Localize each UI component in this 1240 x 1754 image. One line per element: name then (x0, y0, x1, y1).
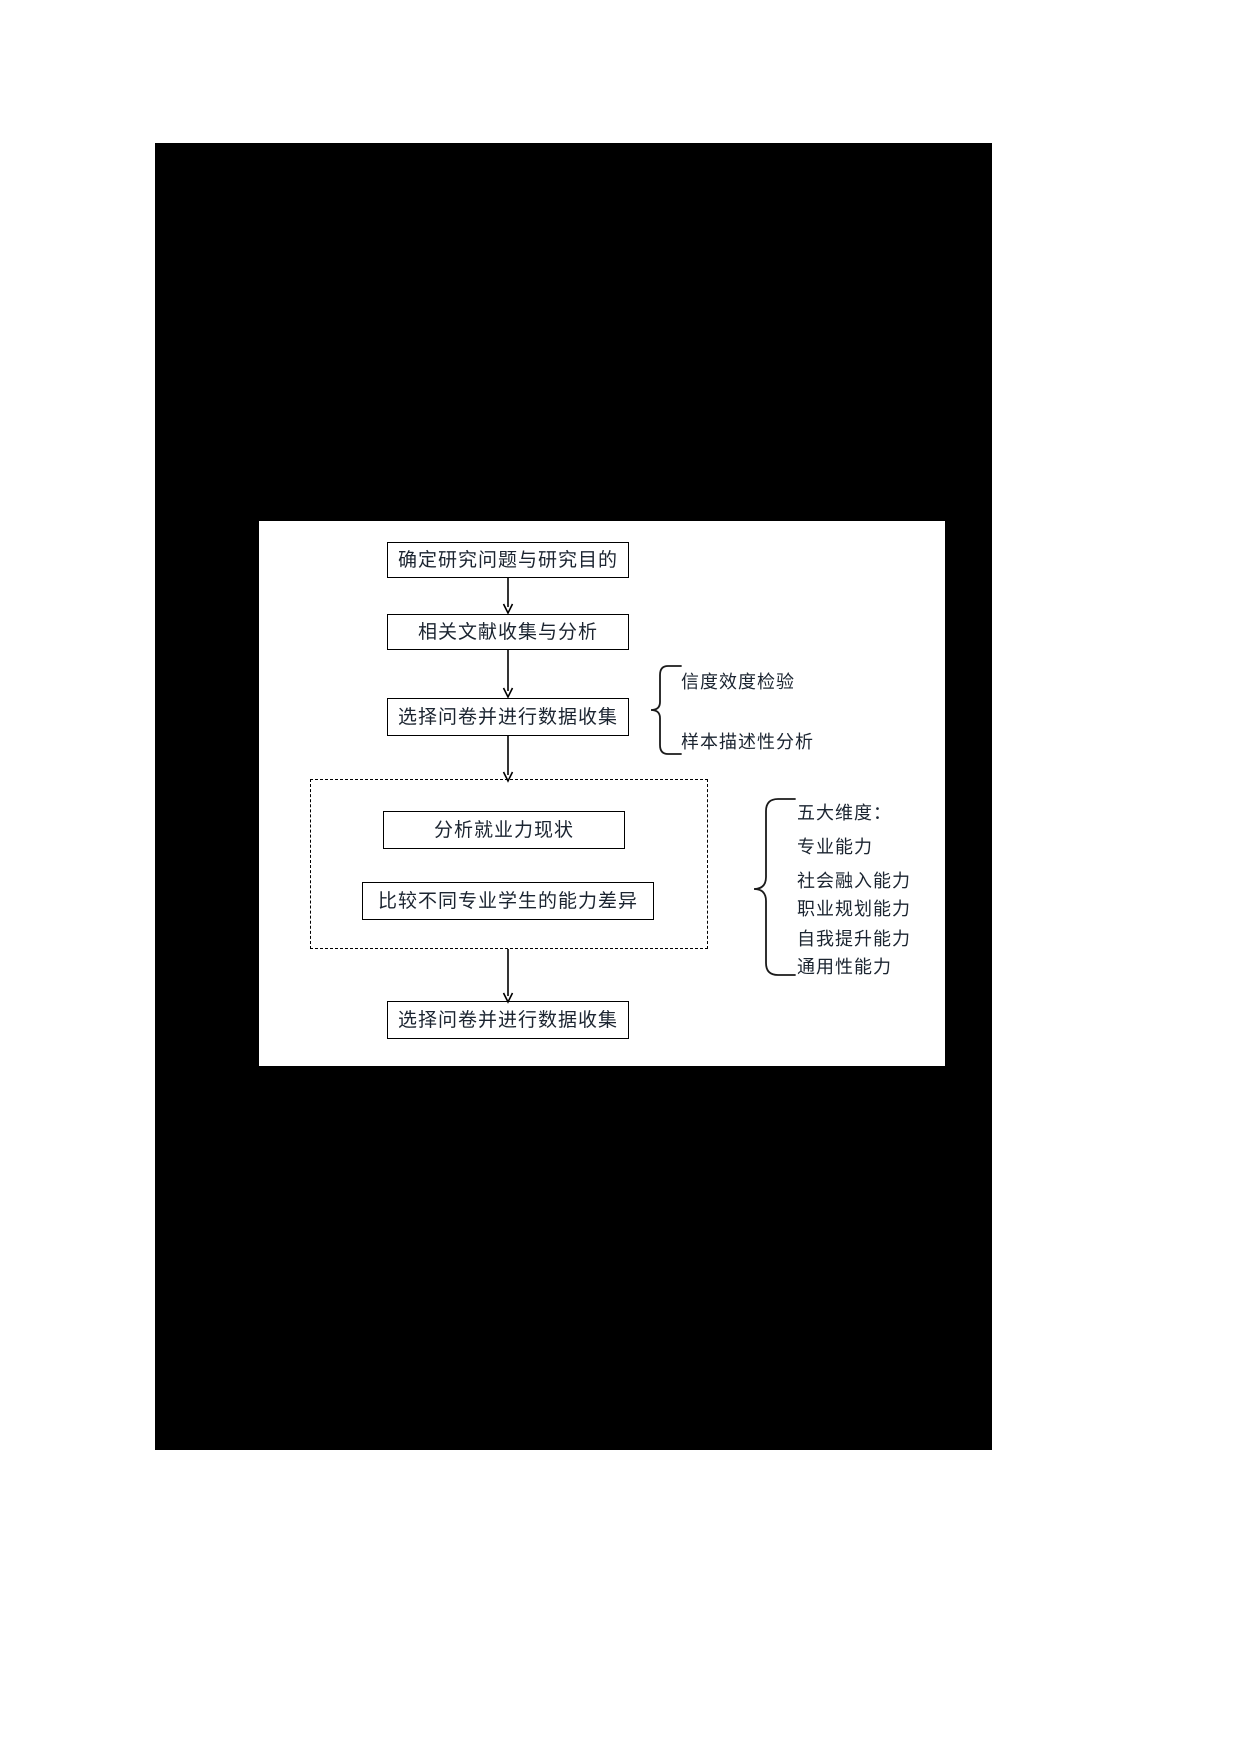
connector-arrow-1 (501, 578, 515, 615)
flow-box-research-question: 确定研究问题与研究目的 (387, 542, 629, 578)
flowchart-figure-panel (259, 521, 945, 1066)
brace-dimensions-icon (744, 797, 796, 977)
flow-box-final-collection: 选择问卷并进行数据收集 (387, 1001, 629, 1039)
dashed-grouping-rectangle (310, 779, 708, 949)
flow-box-questionnaire-collection: 选择问卷并进行数据收集 (387, 698, 629, 736)
flow-box-employability-status: 分析就业力现状 (383, 811, 625, 849)
annotation-dimension-career: 职业规划能力 (797, 899, 911, 919)
annotation-validity-test: 信度效度检验 (681, 672, 795, 692)
connector-arrow-4 (501, 949, 515, 1004)
brace-validity-icon (648, 664, 682, 756)
flow-box-literature-review: 相关文献收集与分析 (387, 614, 629, 650)
annotation-dimensions-title: 五大维度： (797, 803, 892, 823)
connector-arrow-3 (501, 736, 515, 783)
annotation-dimension-professional: 专业能力 (797, 837, 873, 857)
annotation-dimension-general: 通用性能力 (797, 957, 892, 977)
connector-arrow-2 (501, 650, 515, 699)
annotation-dimension-social: 社会融入能力 (797, 871, 911, 891)
annotation-descriptive-analysis: 样本描述性分析 (681, 732, 814, 752)
annotation-dimension-self-improvement: 自我提升能力 (797, 929, 911, 949)
flow-box-compare-majors: 比较不同专业学生的能力差异 (362, 882, 654, 920)
